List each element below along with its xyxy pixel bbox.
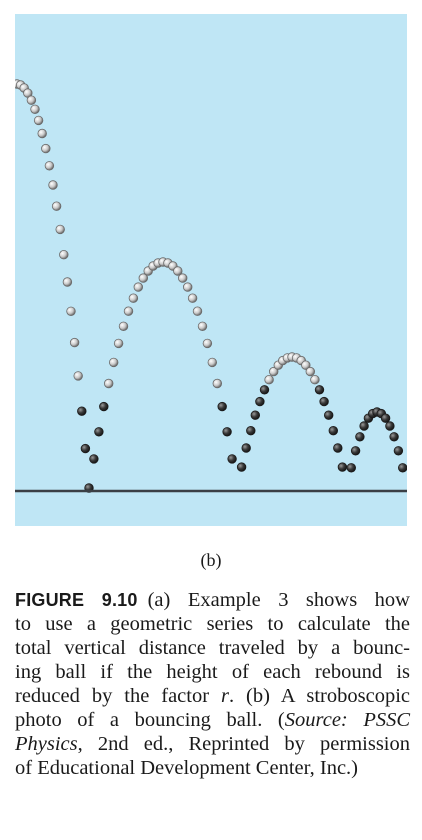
- ball-image: [385, 421, 395, 431]
- ball-image: [324, 410, 334, 420]
- ball-image: [59, 249, 69, 260]
- ball-image: [350, 446, 361, 456]
- ball-image: [55, 224, 65, 235]
- ball-image: [389, 432, 399, 442]
- ball-image: [182, 282, 193, 292]
- ball-image: [202, 338, 213, 349]
- caption-text: (a) Example 3 shows how: [147, 589, 410, 611]
- caption-text: reduced by the factor: [15, 685, 221, 707]
- variable-r: r: [220, 685, 229, 707]
- ball-image: [337, 462, 348, 472]
- ball-image: [236, 462, 247, 472]
- ball-image: [398, 463, 407, 473]
- ball-image: [246, 426, 256, 436]
- figure-caption: FIGURE 9.10 (a) Example 3 shows how to us…: [15, 588, 410, 780]
- ball-image: [123, 306, 134, 316]
- ball-image: [217, 401, 227, 412]
- bouncing-ball-image: [15, 79, 407, 493]
- ball-image: [393, 446, 404, 456]
- ball-image: [26, 95, 37, 105]
- ball-image: [305, 366, 316, 377]
- ball-image: [222, 427, 232, 437]
- ball-image: [333, 443, 343, 453]
- ball-image: [241, 443, 251, 453]
- figure-label: FIGURE 9.10: [15, 590, 138, 610]
- panel-label: (b): [200, 550, 222, 570]
- ball-image: [133, 282, 144, 292]
- ball-trail: [15, 79, 407, 493]
- ball-image: [77, 406, 87, 416]
- ball-image: [197, 321, 208, 332]
- ball-image: [44, 161, 55, 171]
- ball-image: [359, 421, 369, 431]
- ball-image: [192, 306, 203, 316]
- ball-image: [173, 266, 183, 276]
- caption-line-1: FIGURE 9.10 (a) Example 3 shows how: [15, 588, 410, 612]
- caption-line-4: ing ball if the height of each rebound i…: [15, 661, 410, 683]
- caption-text: photo of a bouncing ball. (: [15, 709, 285, 731]
- ball-image: [250, 410, 261, 420]
- caption-line-6: photo of a bouncing ball. (Source: PSSC: [15, 708, 410, 732]
- ball-image: [66, 306, 76, 317]
- ball-image: [113, 338, 124, 349]
- ball-image: [212, 378, 223, 389]
- ball-image: [227, 454, 237, 464]
- caption-text: , 2nd ed., Reprinted by permission: [77, 733, 410, 755]
- ball-image: [380, 413, 391, 423]
- ball-image: [264, 375, 274, 385]
- ball-image: [138, 273, 149, 283]
- ball-image: [128, 293, 139, 303]
- ball-image: [346, 463, 357, 473]
- ball-image: [314, 385, 325, 395]
- ball-image: [118, 321, 129, 332]
- source-title: Physics: [15, 733, 78, 755]
- ball-image: [62, 277, 73, 287]
- ball-image: [177, 273, 188, 283]
- ball-image: [41, 143, 51, 154]
- source-label: Source: PSSC: [284, 709, 411, 731]
- ball-image: [207, 357, 218, 368]
- ball-image: [33, 115, 44, 126]
- ball-image: [310, 375, 320, 385]
- ball-image: [355, 432, 365, 442]
- ball-image: [328, 426, 339, 436]
- ball-image: [269, 366, 279, 377]
- ball-image: [255, 396, 265, 407]
- caption-text: . (b) A stroboscopic: [228, 685, 410, 707]
- caption-line-7: Physics, 2nd ed., Reprinted by permissio…: [15, 732, 410, 756]
- ball-image: [187, 293, 198, 303]
- caption-line-5: reduced by the factor r. (b) A strobosco…: [15, 684, 410, 708]
- ball-image: [259, 385, 270, 395]
- ball-image: [48, 180, 58, 190]
- caption-line-8: of Educational Development Center, Inc.): [15, 757, 358, 779]
- ball-image: [89, 454, 99, 464]
- ball-image: [69, 337, 80, 348]
- ball-image: [37, 128, 47, 139]
- ball-image: [301, 360, 311, 370]
- ball-image: [80, 443, 91, 454]
- ball-image: [319, 396, 329, 407]
- ball-image: [103, 378, 114, 389]
- stroboscopic-photo: [15, 14, 407, 526]
- ball-image: [73, 371, 83, 381]
- ball-image: [108, 357, 119, 368]
- ball-image: [94, 427, 104, 437]
- caption-line-2: to use a geometric series to calculate t…: [15, 613, 410, 635]
- ball-image: [51, 201, 62, 211]
- ball-image: [30, 104, 40, 115]
- ball-image: [99, 401, 109, 412]
- caption-line-3: total vertical distance traveled by a bo…: [15, 637, 410, 659]
